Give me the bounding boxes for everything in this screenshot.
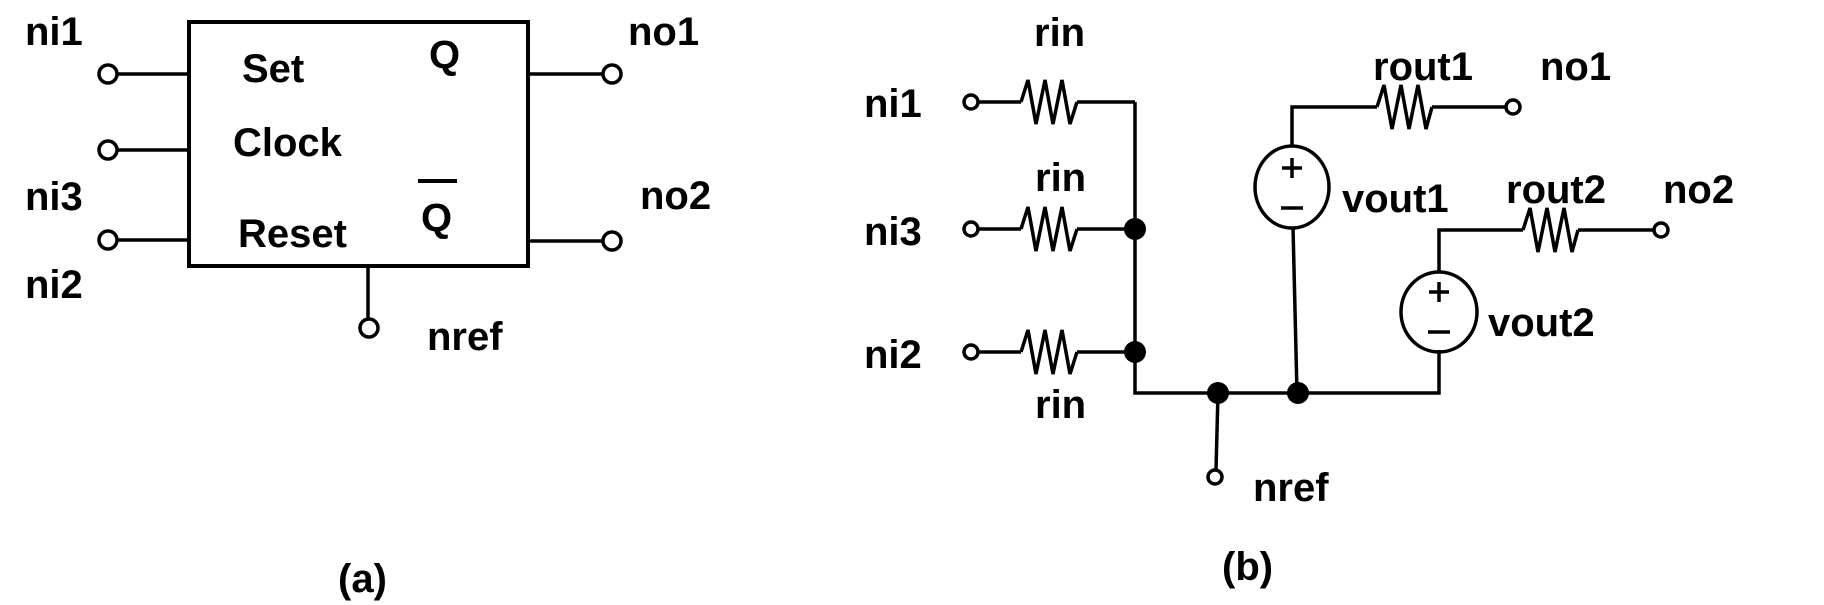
q-output-label: Q: [429, 33, 460, 77]
ni1-label: ni1: [25, 10, 83, 54]
rin-resistor-3: [1019, 329, 1079, 375]
nref-wire-b: [1214, 392, 1220, 471]
ni1-terminal-b: [962, 93, 980, 111]
set-port-label: Set: [242, 47, 304, 91]
ni2-terminal-b: [962, 343, 980, 361]
ni2-label-b: ni2: [864, 333, 922, 377]
vout1-neg-wire: [1291, 226, 1299, 394]
ni2-label: ni2: [25, 263, 83, 307]
nref-terminal-b: [1206, 468, 1224, 486]
vout2-label: vout2: [1488, 301, 1595, 345]
rin-resistor-2: [1019, 206, 1079, 252]
no1-terminal: [601, 63, 623, 85]
rin-label-2: rin: [1035, 156, 1086, 200]
panel-a-flipflop-block: Set Clock Reset Q Q ni1 ni3 ni2 no1 no2 …: [25, 10, 711, 601]
ni2-terminal: [97, 229, 119, 251]
rout1-label: rout1: [1373, 45, 1473, 89]
no1-terminal-b: [1504, 98, 1522, 116]
ni3-label-b: ni3: [864, 210, 922, 254]
rin-resistor-1: [1019, 79, 1079, 125]
reset-port-label: Reset: [238, 212, 347, 256]
junction-dot-vout1: [1287, 382, 1309, 404]
flipflop-box: [187, 20, 530, 268]
no1-label: no1: [628, 10, 699, 54]
nref-label: nref: [427, 315, 503, 359]
panel-b-caption: (b): [1222, 545, 1273, 589]
no2-terminal-b: [1652, 221, 1670, 239]
rout2-resistor: [1521, 207, 1580, 253]
no2-label-b: no2: [1663, 168, 1734, 212]
clock-port-label: Clock: [233, 121, 343, 165]
vout1-pos-wire: [1290, 105, 1377, 146]
no2-label: no2: [640, 174, 711, 218]
nref-terminal: [358, 317, 380, 339]
rin-label-3: rin: [1035, 383, 1086, 427]
ni1-label-b: ni1: [864, 82, 922, 126]
ni3-terminal-b: [962, 220, 980, 238]
panel-b-equivalent-circuit: ni1 rin ni3 rin ni2 rin nref: [864, 11, 1734, 589]
rin-label-1: rin: [1034, 11, 1085, 55]
nref-label-b: nref: [1253, 466, 1329, 510]
vout2-pos-wire: [1437, 228, 1523, 272]
ni1-terminal: [97, 63, 119, 85]
q-bar-output-label: Q: [421, 196, 452, 240]
no1-label-b: no1: [1540, 45, 1611, 89]
vout1-label: vout1: [1342, 177, 1449, 221]
ni3-label: ni3: [25, 175, 83, 219]
no2-terminal: [601, 230, 623, 252]
rout2-label: rout2: [1506, 168, 1606, 212]
rout1-resistor: [1375, 84, 1434, 130]
panel-a-caption: (a): [338, 557, 387, 601]
clock-terminal: [97, 139, 119, 161]
